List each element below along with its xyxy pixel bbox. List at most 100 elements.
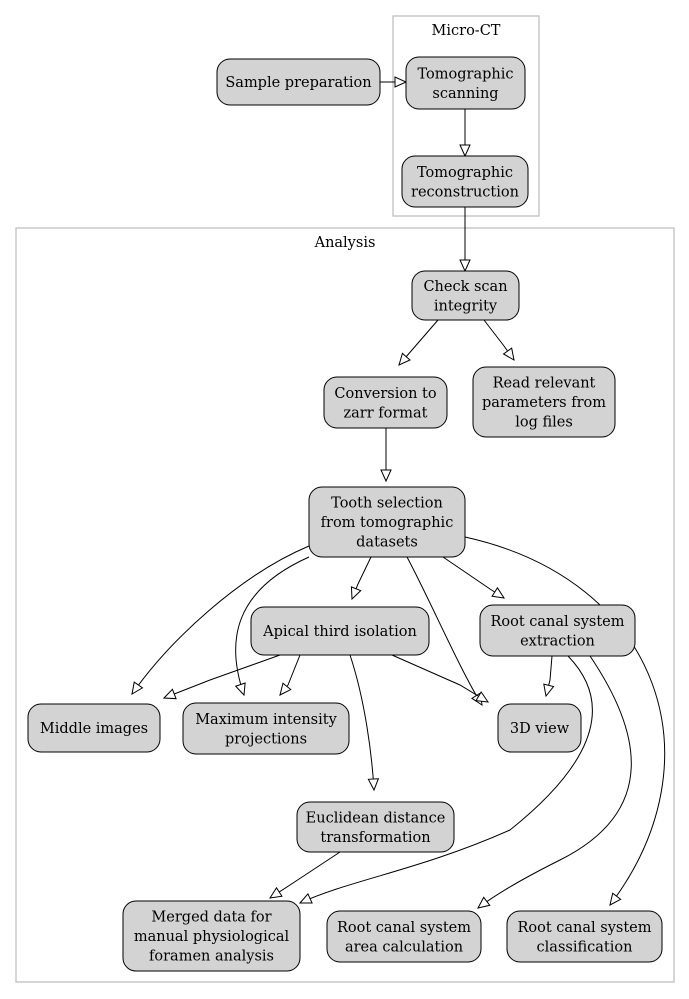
node-view3d[interactable]: 3D view (497, 703, 582, 753)
node-label-line: classification (537, 939, 633, 955)
edge-tooth_sel-to-rcs_extract (442, 556, 506, 599)
node-label-line: from tomographic (321, 515, 454, 531)
node-label-line: zarr format (343, 405, 427, 421)
edge-tooth_sel-to-apical (350, 556, 372, 601)
node-middle[interactable]: Middle images (27, 703, 161, 753)
edge-rcs_extract-to-merged (298, 655, 593, 904)
node-label-line: Tomographic (417, 165, 513, 181)
node-label-line: Root canal system (337, 920, 471, 936)
node-box (122, 900, 301, 972)
edge-conversion-to-tooth_sel (380, 428, 392, 483)
node-label-line: parameters from (482, 395, 606, 411)
node-apical[interactable]: Apical third isolation (250, 606, 430, 656)
node-box (182, 702, 350, 755)
node-box (27, 703, 161, 753)
node-tomo-scan[interactable]: Tomographic scanning (405, 56, 526, 110)
node-box (506, 910, 663, 963)
node-box (411, 270, 520, 321)
cluster-label: Micro-CT (432, 23, 501, 39)
node-label-line: manual physiological (134, 929, 290, 945)
node-box (479, 604, 636, 657)
node-label-line: reconstruction (411, 184, 519, 200)
edge-rcs_extract-to-area (477, 655, 632, 909)
node-box (250, 606, 430, 656)
arrowhead-icon (398, 352, 411, 366)
node-label-line: Tooth selection (331, 496, 443, 512)
node-label-line: Apical third isolation (262, 624, 417, 640)
edge-apical-to-edt (349, 654, 380, 792)
edge-line (391, 654, 489, 703)
arrowhead-icon (477, 896, 491, 909)
arrowhead-icon (543, 683, 555, 698)
node-label-line: Root canal system (490, 614, 624, 630)
edge-edt-to-merged (268, 851, 341, 899)
arrowhead-icon (609, 892, 622, 906)
node-box (323, 376, 448, 429)
node-box (497, 703, 582, 753)
node-label-line: Merged data for (151, 910, 271, 926)
edge-line (235, 556, 310, 696)
arrowhead-icon (350, 586, 362, 601)
node-label-line: projections (225, 731, 307, 747)
node-rcs-extract[interactable]: Root canal system extraction (479, 604, 636, 657)
arrowhead-icon (459, 144, 471, 158)
node-label-line: Conversion to (334, 386, 436, 402)
cluster-border (15, 227, 675, 983)
node-label-line: integrity (434, 298, 498, 314)
edge-line (464, 536, 666, 906)
cluster-border (392, 15, 540, 217)
edge-line (349, 654, 375, 791)
node-box (216, 58, 381, 106)
edge-tooth_sel-to-middle (131, 545, 310, 695)
node-label-line: Read relevant (493, 376, 596, 392)
arrowhead-icon (279, 682, 292, 696)
edge-apical-to-mip (279, 654, 301, 696)
node-check-scan[interactable]: Check scan integrity (411, 270, 520, 321)
edge-sample_prep-to-tomo_scan (380, 76, 408, 88)
node-label-line: scanning (432, 86, 498, 102)
arrowhead-icon (380, 469, 392, 483)
edge-line (477, 655, 632, 909)
arrowhead-icon (298, 892, 313, 904)
arrowhead-icon (475, 691, 490, 703)
edge-tooth_sel-to-mip (234, 556, 310, 697)
arrowhead-icon (502, 347, 515, 361)
arrowhead-icon (367, 778, 380, 792)
arrowhead-icon (162, 688, 177, 700)
node-sample-prep[interactable]: Sample preparation (216, 58, 381, 106)
node-label-line: area calculation (345, 939, 463, 955)
edge-apical-to-middle (162, 654, 281, 700)
edge-tooth_sel-to-classif (464, 536, 666, 906)
node-box (326, 910, 482, 963)
edge-tomo_scan-to-tomo_recon (459, 109, 471, 158)
arrowhead-icon (459, 259, 471, 273)
arrowhead-icon (131, 681, 144, 695)
node-area[interactable]: Root canal system area calculation (326, 910, 482, 963)
node-edt[interactable]: Euclidean distance transformation (296, 801, 455, 853)
node-conversion[interactable]: Conversion to zarr format (323, 376, 448, 429)
node-label-line: extraction (520, 633, 595, 649)
node-tomo-recon[interactable]: Tomographic reconstruction (401, 155, 529, 208)
edge-rcs_extract-to-view3d (543, 655, 555, 698)
edge-apical-to-view3d (391, 654, 490, 703)
arrowhead-icon (491, 586, 506, 599)
node-read-params[interactable]: Read relevant parameters from log files (472, 366, 616, 438)
node-label-line: Tomographic (418, 66, 514, 82)
node-label-line: Check scan (423, 279, 507, 295)
node-box (472, 366, 616, 438)
node-box (401, 155, 529, 208)
node-label-line: log files (515, 415, 573, 431)
node-label-line: Sample preparation (225, 75, 371, 91)
node-box (308, 486, 466, 558)
edge-line (163, 654, 281, 699)
node-box (296, 801, 455, 853)
cluster-analysis: Analysis (15, 227, 675, 983)
node-label-line: Euclidean distance (306, 810, 446, 826)
cluster-microct: Micro-CT (392, 15, 540, 217)
node-label-line: transformation (320, 830, 430, 846)
cluster-label: Analysis (314, 235, 376, 251)
